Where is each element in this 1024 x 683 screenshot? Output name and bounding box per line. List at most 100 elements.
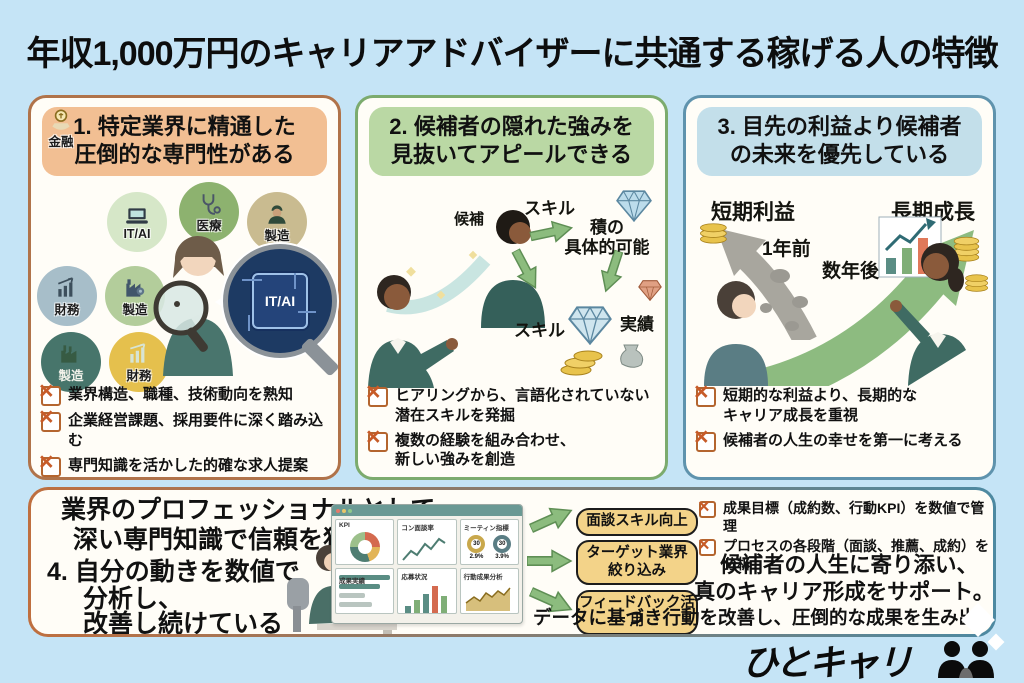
checkbox-x-icon: × <box>698 497 716 518</box>
dashboard-titlebar <box>332 505 522 516</box>
potential-label: 積の 具体的可能 <box>564 218 650 258</box>
bar-chart-icon <box>401 584 452 613</box>
coins-icon <box>953 236 980 262</box>
arrow-right-icon <box>528 507 573 534</box>
checkbox-x-icon: × <box>39 449 61 477</box>
page-title: 年収1,000万円のキャリアアドバイザーに共通する稼げる人の特徴 <box>26 35 998 73</box>
dashboard-tile-results: 成果実績 <box>335 568 395 614</box>
industry-circle-medical: 医療 <box>179 182 239 242</box>
factory-gear-icon <box>126 278 145 297</box>
checkbox-x-icon: × <box>39 379 61 406</box>
donut-chart-icon <box>349 532 380 562</box>
candidate-back-illustration <box>481 210 545 328</box>
bar-chart-icon <box>58 276 74 297</box>
advisor-pointing-illustration <box>890 243 966 386</box>
window-dot-icon <box>336 508 340 513</box>
panel-4-heading-line-1: 4. 自分の動きを数値で <box>47 558 300 586</box>
panel-4-data-driven: 業界のプロフェッショナルとして、 深い専門知識で信頼を獲得。 4. 自分の動きを… <box>28 487 996 637</box>
money-bag-icon <box>620 344 644 368</box>
skill-bottom-label: スキル <box>514 321 565 340</box>
dashboard-tile-kpi: KPI <box>335 519 395 565</box>
check-item: × プロセスの各段階（面談、推薦、成約）を分析 <box>698 534 989 572</box>
coins-icon <box>560 350 603 376</box>
panel-2-hidden-strengths: 2. 候補者の隠れた強みを 見抜いてアピールできる 候補 スキル <box>355 95 668 480</box>
checkbox-x-icon: × <box>366 380 388 407</box>
short-term-label: 短期利益 <box>711 201 795 224</box>
coins-icon <box>965 274 989 292</box>
stethoscope-icon <box>202 193 221 215</box>
arrow-right-icon <box>528 220 574 243</box>
panel-4-heading-line-3: 改善し続けている <box>83 610 284 635</box>
coin-hand-icon <box>52 108 70 130</box>
panel-1-title: 1. 特定業界に精通した 圧倒的な専門性がある <box>42 107 327 177</box>
diamond-icon <box>568 306 612 345</box>
industry-circle-manufacturing-worker: 製造 <box>247 192 307 252</box>
check-item: × 専門知識を活かした的確な求人提案 <box>39 447 309 477</box>
advisor-with-magnifier-illustration <box>153 235 233 376</box>
lens-handle <box>300 337 340 377</box>
panel-4-bottom-line: データに基づき行動を改善し、圧倒的な成果を生み出す。 <box>533 607 978 634</box>
industry-circle-finance-chart: 財務 <box>37 266 97 326</box>
panel-4-message-line-1: 候補者の人生に寄り添い、 <box>719 553 978 577</box>
panel-3-future-first: 3. 目先の利益より候補者 の未来を優先している 短期利益 長期成長 1年前 数… <box>683 95 996 480</box>
worker-icon <box>268 204 286 224</box>
badge-target-industry: ターゲット業界 絞り込み <box>576 540 698 586</box>
check-item: × 成果目標（成約数、行動KPI）を数値で管理 <box>698 496 985 534</box>
checkbox-x-icon: × <box>694 380 716 407</box>
industry-circle-banking: 金融 <box>31 98 91 158</box>
checkbox-x-icon: × <box>694 424 716 452</box>
itai-chip: IT/AI <box>252 273 308 329</box>
panel-3-checklist: × 短期的な利益より、長期的な キャリア成長を重視 × 候補者の人生の幸せを第一… <box>694 378 988 452</box>
panel-4-checklist: × 成果目標（成約数、行動KPI）を数値で管理 × プロセスの各段階（面談、推薦… <box>698 496 993 573</box>
gauge-icon: 30 <box>467 535 486 553</box>
coins-icon <box>700 223 727 244</box>
gauge-icon: 30 <box>493 535 512 553</box>
advisor-presenting-illustration <box>368 275 458 388</box>
window-dot-icon <box>342 508 346 513</box>
results-label: 実績 <box>620 315 654 334</box>
short-term-crumbling-arrow <box>716 228 817 340</box>
years-later-label: 数年後 <box>822 261 880 282</box>
panel-4-heading-line-2: 分析し、 <box>83 585 184 613</box>
dashboard-tile-activity-analysis: 行動成果分析 <box>459 568 519 614</box>
arrow-down-icon <box>600 248 624 293</box>
checkbox-x-icon: × <box>698 535 716 556</box>
factory-icon <box>61 344 77 363</box>
laptop-icon <box>126 208 148 224</box>
check-item: × 複数の経験を組み合わせ、 新しい強みを創造 <box>366 422 576 469</box>
kpi-dashboard-window: KPI コン面談率 ミーティン指標 30 30 <box>331 504 523 624</box>
itai-circuit-lens: IT/AI <box>223 244 337 358</box>
check-item: × 候補者の人生の幸せを第一に考える <box>694 422 963 452</box>
hitocari-logo-text: ひとキャリ <box>742 642 913 683</box>
checkbox-x-icon: × <box>39 405 61 432</box>
one-year-ago-label: 1年前 <box>762 239 811 260</box>
candidate-label: 候補 <box>454 211 485 228</box>
check-item: × ヒアリングから、言語化されていない 潜在スキルを発掘 <box>366 378 650 424</box>
line-chart-icon <box>402 537 446 561</box>
arrow-right-icon <box>527 549 573 573</box>
panel-2-checklist: × ヒアリングから、言語化されていない 潜在スキルを発掘 × 複数の経験を組み合… <box>366 378 660 470</box>
arrow-down-icon <box>511 247 537 290</box>
hitocari-people-icon <box>938 641 994 678</box>
check-item: × 短期的な利益より、長期的な キャリア成長を重視 <box>694 378 918 424</box>
panel-1-expertise: 1. 特定業界に精通した 圧倒的な専門性がある IT/AI 医療 製造 財務 製… <box>28 95 341 480</box>
diamond-icon <box>638 280 662 301</box>
arrow-right-icon <box>528 586 573 613</box>
badge-feedback: フィードバック活用 <box>576 590 698 634</box>
badge-interview-skill: 面談スキル向上 <box>576 508 698 536</box>
industry-circle-manufacturing-factory: 製造 <box>41 332 101 392</box>
dashboard-tile-applications: 応募状況 <box>397 568 457 614</box>
panel-3-title: 3. 目先の利益より候補者 の未来を優先している <box>697 107 982 177</box>
check-item: × 業界構造、職種、技術動向を熟知 <box>39 377 294 406</box>
check-item: × 企業経営課題、採用要件に深く踏み込む <box>39 403 324 449</box>
candidate-looking-illustration <box>704 281 768 386</box>
window-dot-icon <box>348 508 352 513</box>
skill-top-label: スキル <box>524 199 575 218</box>
area-chart-icon <box>465 587 511 611</box>
diamond-icon <box>616 190 652 222</box>
industry-circle-itai: IT/AI <box>107 192 167 252</box>
dashboard-tile-interview-rate: コン面談率 <box>397 519 457 565</box>
panel-2-title: 2. 候補者の隠れた強みを 見抜いてアピールできる <box>369 107 654 177</box>
industry-circle-finance-growth: 財務 <box>109 332 169 392</box>
